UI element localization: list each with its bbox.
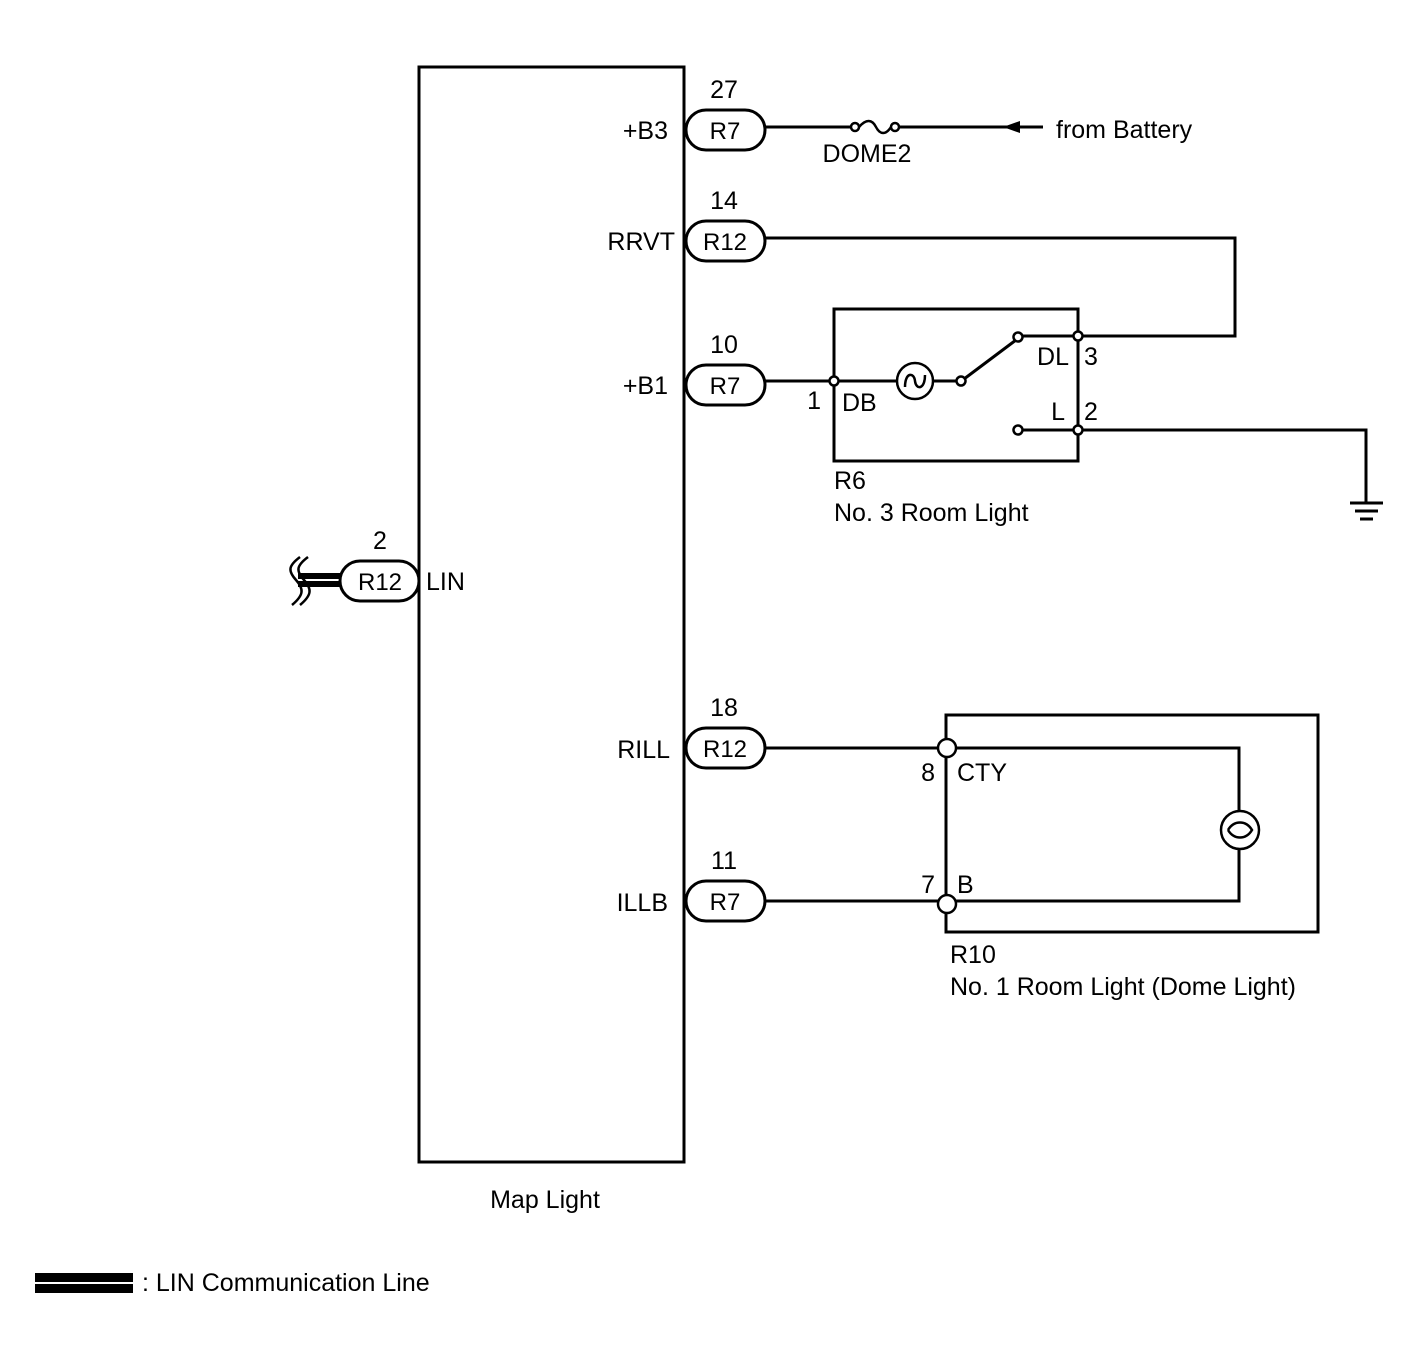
bulb-icon xyxy=(895,361,935,401)
pin-number: 1 xyxy=(807,387,821,415)
switch-contact xyxy=(1012,331,1024,343)
arrow-icon xyxy=(1003,121,1020,133)
switch-contact xyxy=(955,375,967,387)
battery-label: from Battery xyxy=(1056,116,1193,144)
connector-label: R12 xyxy=(703,736,747,763)
wire-ground xyxy=(1082,428,1368,503)
pin-number: 3 xyxy=(1084,343,1098,371)
pin-number: 8 xyxy=(921,759,935,787)
room-light-3-connector: R6 xyxy=(834,467,866,495)
terminal-rrvt: 14 RRVT R12 xyxy=(607,187,767,263)
map-light-box xyxy=(417,65,686,1164)
pin-number: 11 xyxy=(711,847,737,875)
bulb-icon xyxy=(1219,809,1261,851)
connector-pill xyxy=(684,108,767,152)
pin-number: 2 xyxy=(1084,398,1098,426)
wire-rrvt xyxy=(765,236,1237,338)
terminal-rill: 18 RILL R12 xyxy=(617,694,767,770)
switch-contact xyxy=(1012,424,1024,436)
pin-label: B xyxy=(957,871,974,899)
room-light-3-name: No. 3 Room Light xyxy=(834,499,1029,527)
map-light-label: Map Light xyxy=(490,1186,600,1214)
pin-label: DB xyxy=(842,389,877,417)
fuse-symbol xyxy=(849,119,901,135)
room-light-1-connector: R10 xyxy=(950,941,996,969)
connector-label: R12 xyxy=(358,569,402,596)
terminal-label: ILLB xyxy=(617,889,668,917)
room-light-1-box xyxy=(944,713,1320,934)
terminal-label: +B3 xyxy=(623,117,668,145)
pin-number: 7 xyxy=(921,871,935,899)
terminal-b3: 27 +B3 R7 xyxy=(623,76,767,152)
connector-pill xyxy=(338,559,421,603)
connector-label: R7 xyxy=(710,373,741,400)
dl-terminal xyxy=(1072,330,1084,342)
connector-label: R7 xyxy=(710,889,741,916)
pin-label: L xyxy=(1051,398,1065,426)
pin-number: 27 xyxy=(710,76,738,104)
wire-dome-internal xyxy=(956,848,1241,903)
terminal-illb: 11 ILLB R7 xyxy=(617,847,767,923)
connector-pill xyxy=(684,363,767,407)
pin-label: DL xyxy=(1037,343,1069,371)
terminal-label: +B1 xyxy=(623,372,668,400)
terminal-b1: 10 +B1 R7 xyxy=(623,331,767,407)
legend: : LIN Communication Line xyxy=(35,1269,430,1297)
pin-number: 14 xyxy=(710,187,738,215)
connector-pill xyxy=(684,219,767,263)
cty-terminal xyxy=(936,737,958,759)
b-terminal xyxy=(936,893,958,915)
lin-line xyxy=(289,556,342,606)
pin-label: CTY xyxy=(957,759,1007,787)
room-light-1-name: No. 1 Room Light (Dome Light) xyxy=(950,973,1296,1001)
ground-icon xyxy=(1350,501,1383,521)
legend-label: : LIN Communication Line xyxy=(142,1269,430,1297)
connector-label: R12 xyxy=(703,229,747,256)
pin-number: 18 xyxy=(710,694,738,722)
fuse-label: DOME2 xyxy=(823,140,912,168)
connector-label: R7 xyxy=(710,118,741,145)
switch-lever xyxy=(963,338,1017,381)
wire-dome-internal xyxy=(956,746,1241,812)
db-terminal xyxy=(828,375,840,387)
pin-number: 10 xyxy=(710,331,738,359)
room-light-3-box xyxy=(832,307,1080,463)
pin-number: 2 xyxy=(373,527,387,555)
terminal-label: RILL xyxy=(617,736,670,764)
l-terminal xyxy=(1072,424,1084,436)
terminal-label: RRVT xyxy=(607,228,675,256)
terminal-lin: 2 R12 LIN xyxy=(338,527,465,603)
terminal-label: LIN xyxy=(426,568,465,596)
